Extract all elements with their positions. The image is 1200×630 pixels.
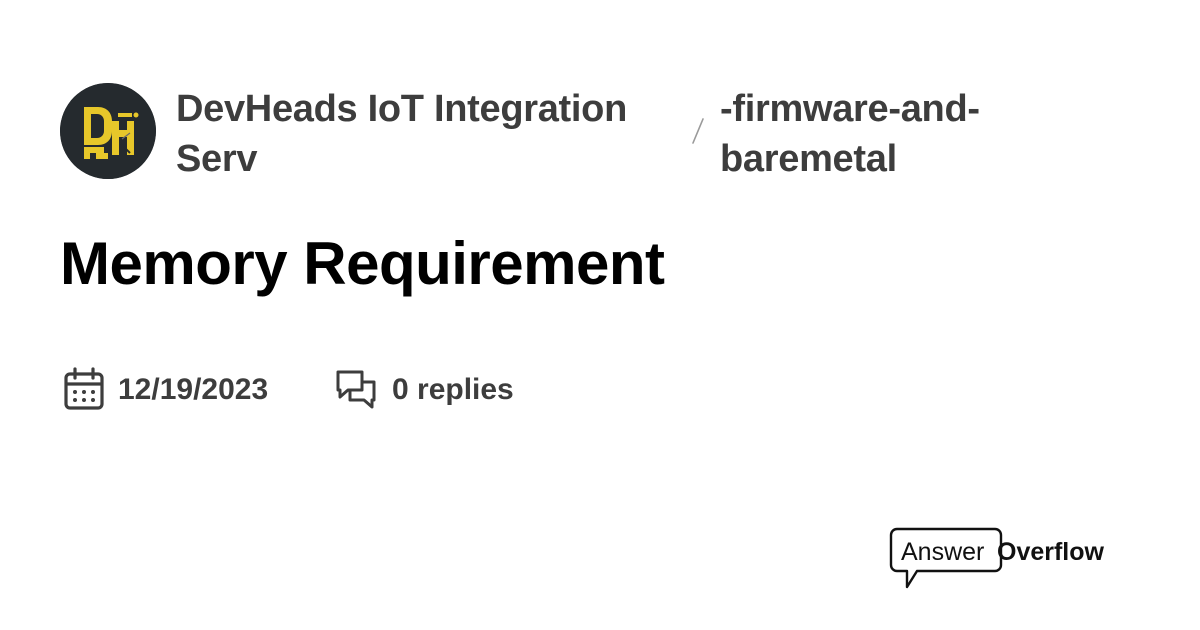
chat-bubbles-icon <box>336 370 376 409</box>
answer-overflow-logo[interactable]: Answer Overflow <box>889 527 1119 591</box>
thread-title: Memory Requirement <box>60 230 665 297</box>
calendar-icon <box>64 367 104 410</box>
thread-date: 12/19/2023 <box>118 373 269 406</box>
channel-name[interactable]: -firmware-and-baremetal <box>720 88 980 180</box>
server-avatar <box>60 83 156 179</box>
replies-count: 0 replies <box>392 373 514 406</box>
devheads-logo-icon <box>60 83 156 179</box>
brand-overflow-text: Overflow <box>997 538 1104 566</box>
speech-bubble-icon <box>889 527 1003 589</box>
slash-separator-icon <box>692 118 704 144</box>
brand-answer-text: Answer <box>901 538 985 566</box>
server-name[interactable]: DevHeads IoT Integration Serv <box>176 88 627 180</box>
